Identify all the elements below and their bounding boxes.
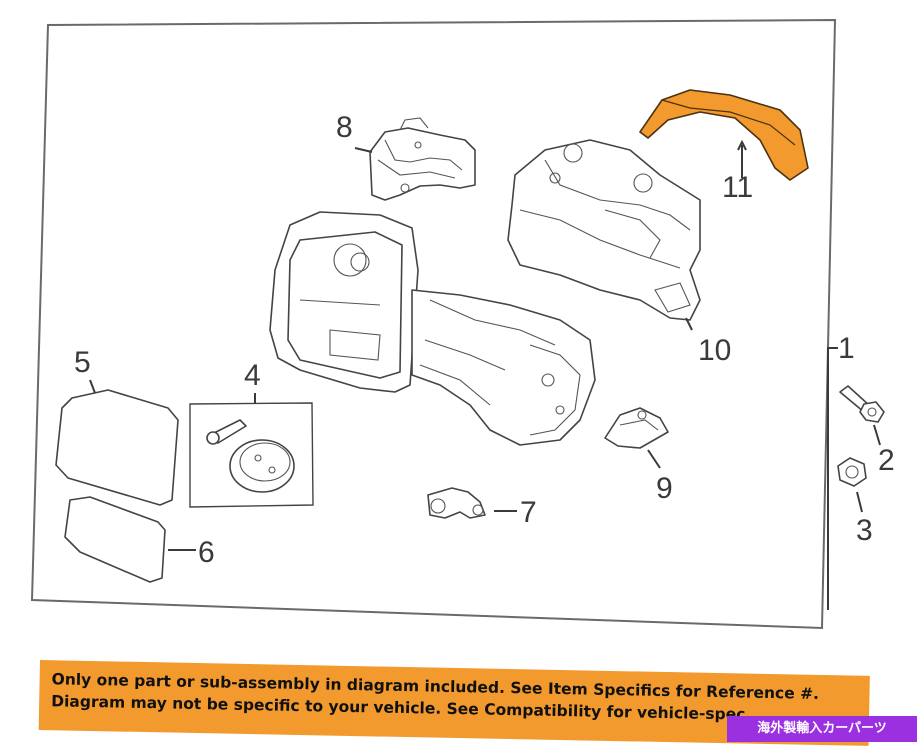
callout-11: 11 [722,171,753,204]
callout-5: 5 [74,346,91,379]
callout-9: 9 [656,472,673,505]
callout-2: 2 [878,444,895,477]
part-5-glass [55,389,179,506]
leader-lines [89,139,881,610]
callout-8: 8 [336,111,353,144]
part-10-base [507,139,701,321]
part-9-clip [604,407,669,449]
callout-1: 1 [838,332,855,365]
callout-10: 10 [698,334,731,367]
callout-4: 4 [244,359,261,392]
part-6-lower-glass [64,496,166,583]
import-parts-tag: 海外製輸入カーパーツ [727,716,917,742]
part-3-nut [837,457,867,487]
part-2-bolt [839,385,885,423]
callout-7: 7 [520,496,537,529]
callout-3: 3 [856,514,873,547]
callouts: 11 8 10 1 5 4 6 7 9 2 3 [74,111,895,569]
part-7-connector [427,487,486,519]
part-8-bracket [369,117,476,201]
part-4-box [189,402,314,508]
part-11-cover [639,89,809,181]
part-1-mirror-assembly [269,211,596,446]
callout-6: 6 [198,536,215,569]
